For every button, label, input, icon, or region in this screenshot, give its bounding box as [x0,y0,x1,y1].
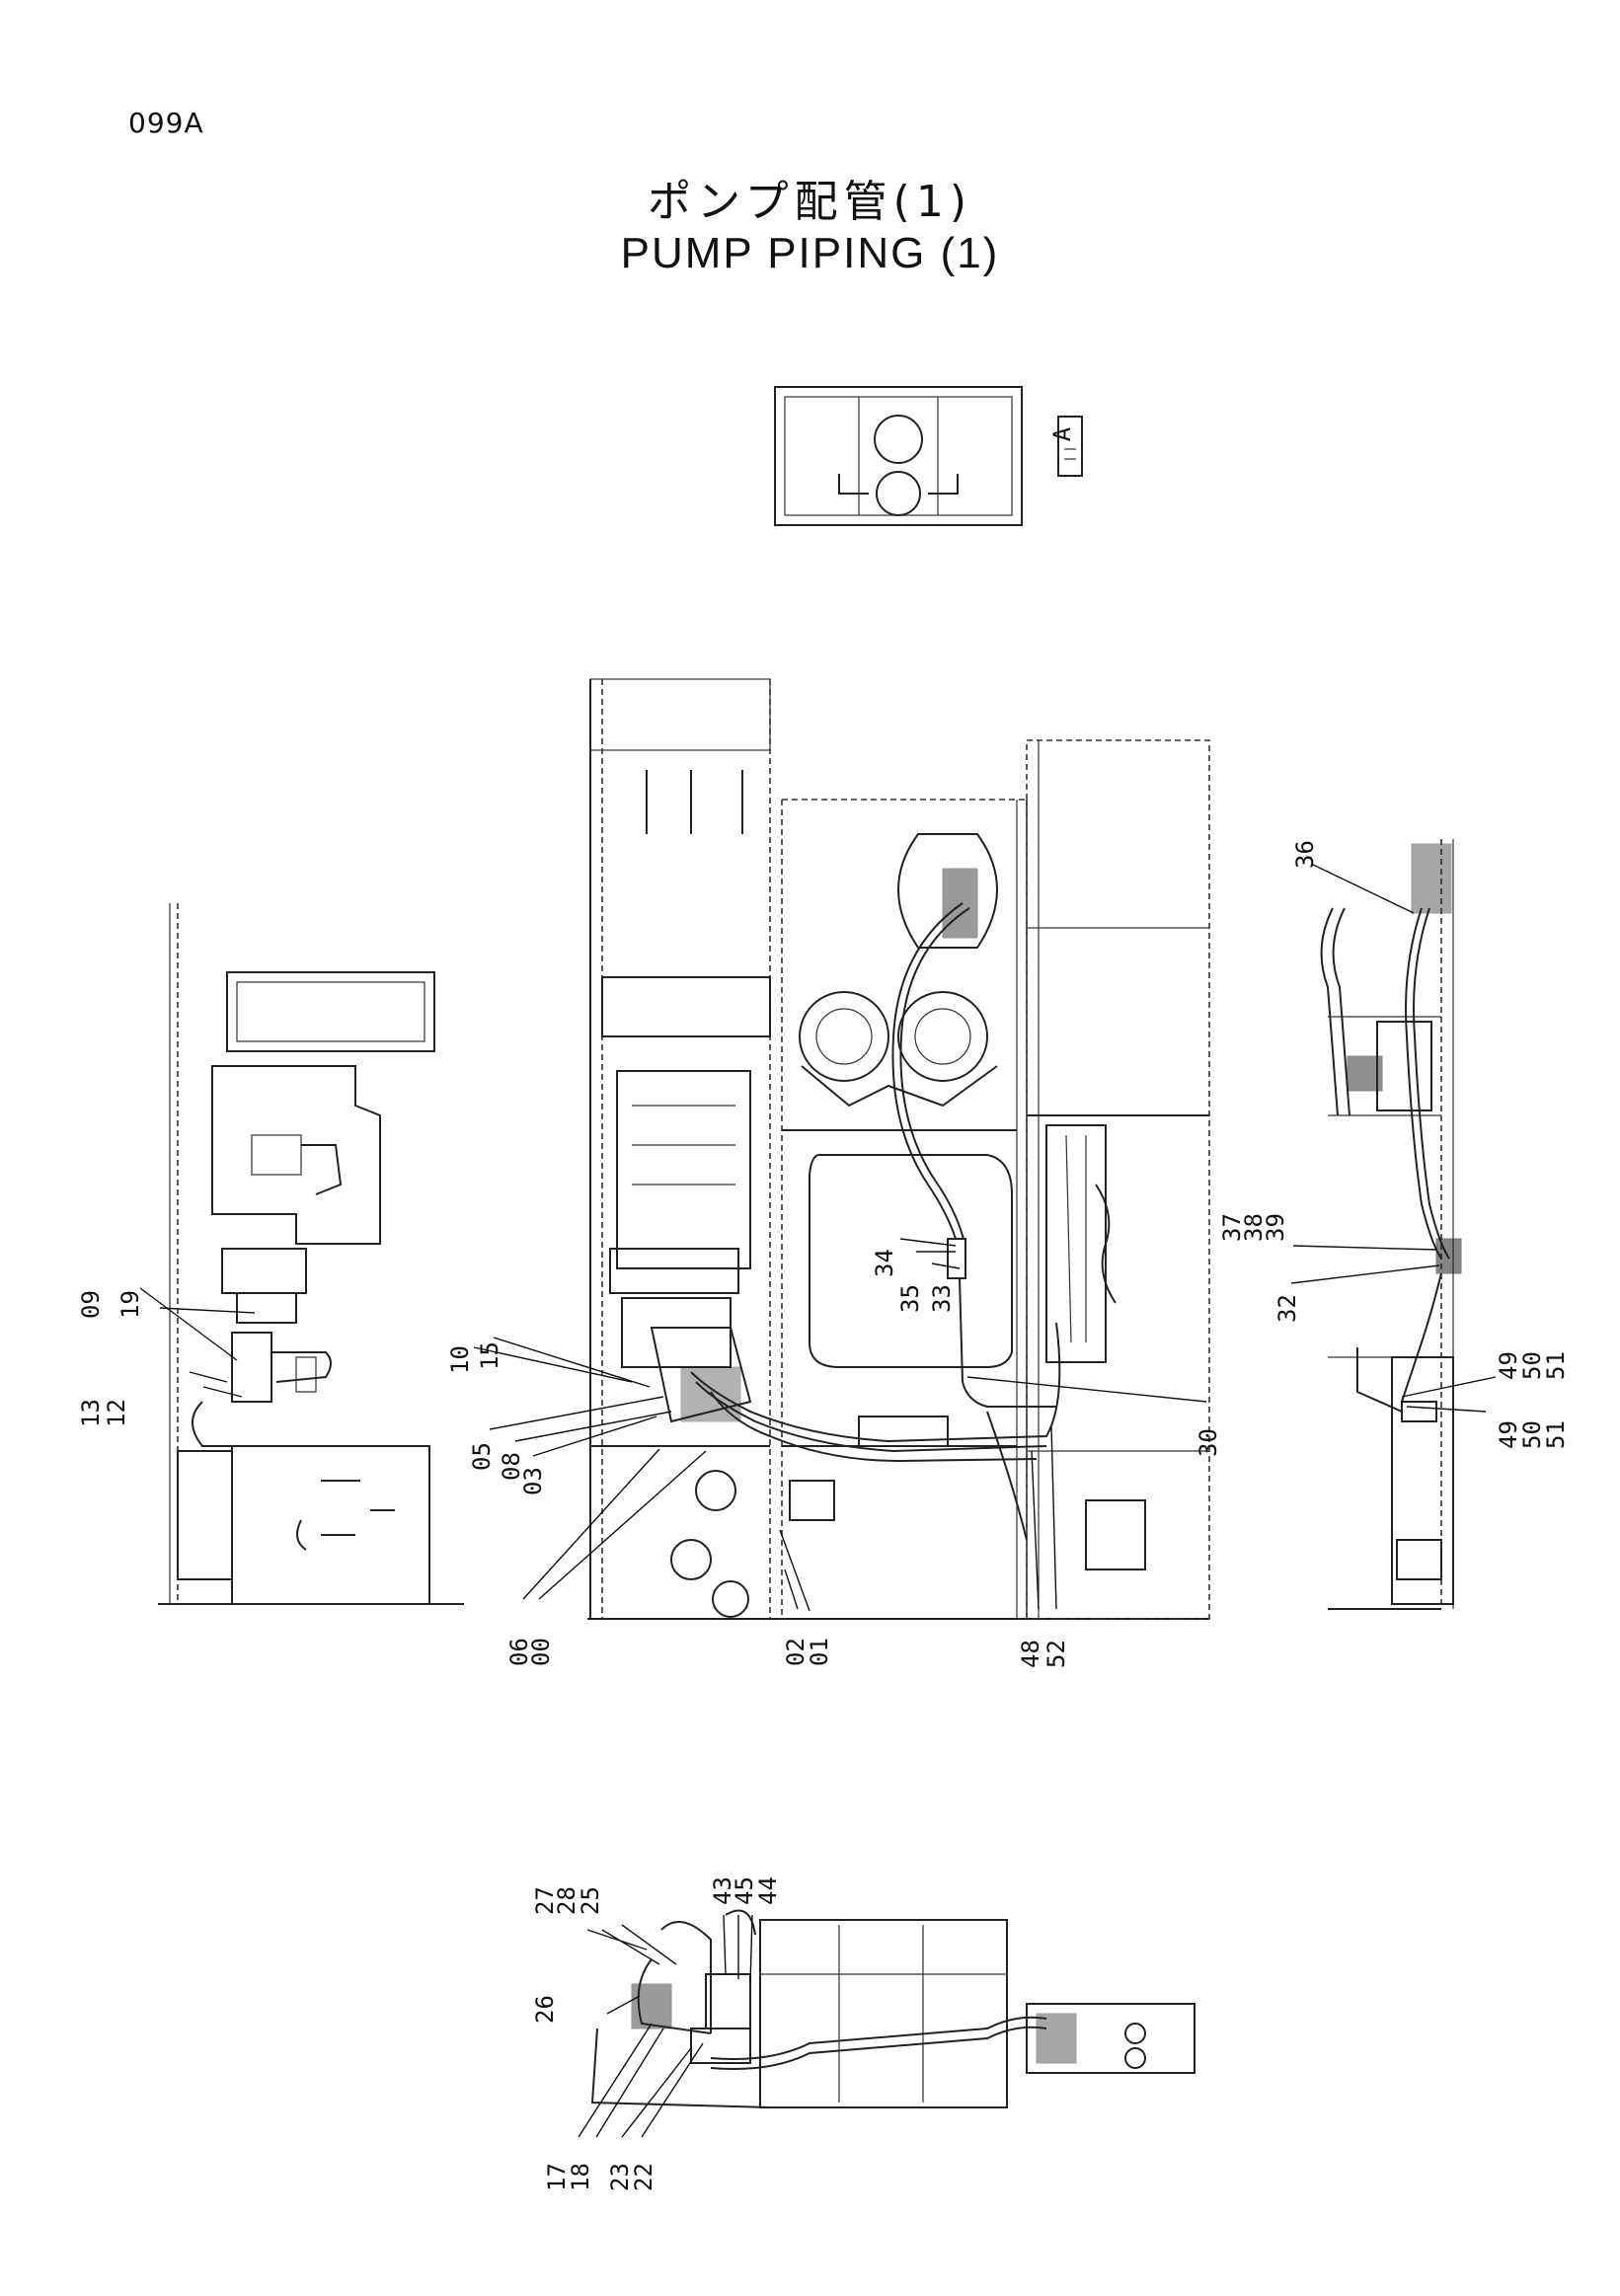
callout-08: 08 [498,1452,525,1481]
callout-30: 30 [1195,1428,1222,1457]
title-japanese: ポンプ配管(1) [647,177,972,227]
callout-27: 27 [531,1886,559,1915]
callout-34: 34 [871,1249,898,1277]
callout-43: 43 [709,1876,736,1905]
callout-23: 23 [606,2163,634,2191]
callout-49-top: 49 [1495,1351,1522,1380]
callout-28: 28 [553,1886,580,1915]
callout-33: 33 [928,1284,956,1313]
callout-35: 35 [896,1284,924,1313]
callout-13: 13 [77,1399,105,1427]
bottom-assembly [590,1909,1196,2108]
callout-32: 32 [1273,1294,1301,1323]
callout-00: 00 [527,1638,555,1666]
callout-05: 05 [468,1442,496,1471]
left-side-assembly [158,903,464,1605]
view-marker-label: A [1048,426,1076,441]
callout-38: 38 [1240,1213,1268,1242]
callout-18: 18 [567,2163,594,2191]
callout-37: 37 [1218,1213,1246,1242]
key-plan-view [774,386,1023,526]
title-english: PUMP PIPING (1) [620,229,1000,277]
center-middle-frame [782,799,1028,1619]
center-right-frame [1026,739,1210,1620]
callout-45: 45 [731,1876,758,1905]
callout-50-top: 50 [1518,1351,1546,1380]
callout-10: 10 [446,1345,474,1374]
callout-22: 22 [630,2163,657,2191]
callout-51-top: 51 [1542,1351,1570,1380]
callout-39: 39 [1262,1213,1289,1242]
callout-06: 06 [505,1638,533,1666]
callout-49-bottom: 49 [1495,1420,1522,1449]
callout-19: 19 [116,1290,144,1319]
center-main-frame [587,678,1209,1620]
callout-44: 44 [754,1876,782,1905]
callout-15: 15 [476,1341,503,1370]
callout-12: 12 [103,1399,130,1427]
hose-runs [690,902,1061,1541]
callout-17: 17 [543,2163,571,2191]
callout-48: 48 [1017,1640,1044,1668]
callout-03: 03 [519,1467,547,1495]
callout-labels: 09 19 13 12 10 15 05 08 03 06 00 02 01 3… [77,840,1570,2191]
callout-52: 52 [1042,1640,1070,1668]
callout-50-bottom: 50 [1518,1420,1546,1449]
page-code: 099A [128,107,204,139]
callout-02: 02 [782,1638,810,1666]
callout-25: 25 [577,1886,604,1915]
callout-09: 09 [77,1290,105,1319]
right-side-assembly [1320,839,1462,1610]
callout-26: 26 [531,1995,559,2024]
view-marker: A [1048,416,1083,477]
callout-01: 01 [806,1638,833,1666]
leader-lines [139,863,1497,2138]
callout-36: 36 [1291,840,1319,869]
callout-51-bottom: 51 [1542,1420,1570,1449]
